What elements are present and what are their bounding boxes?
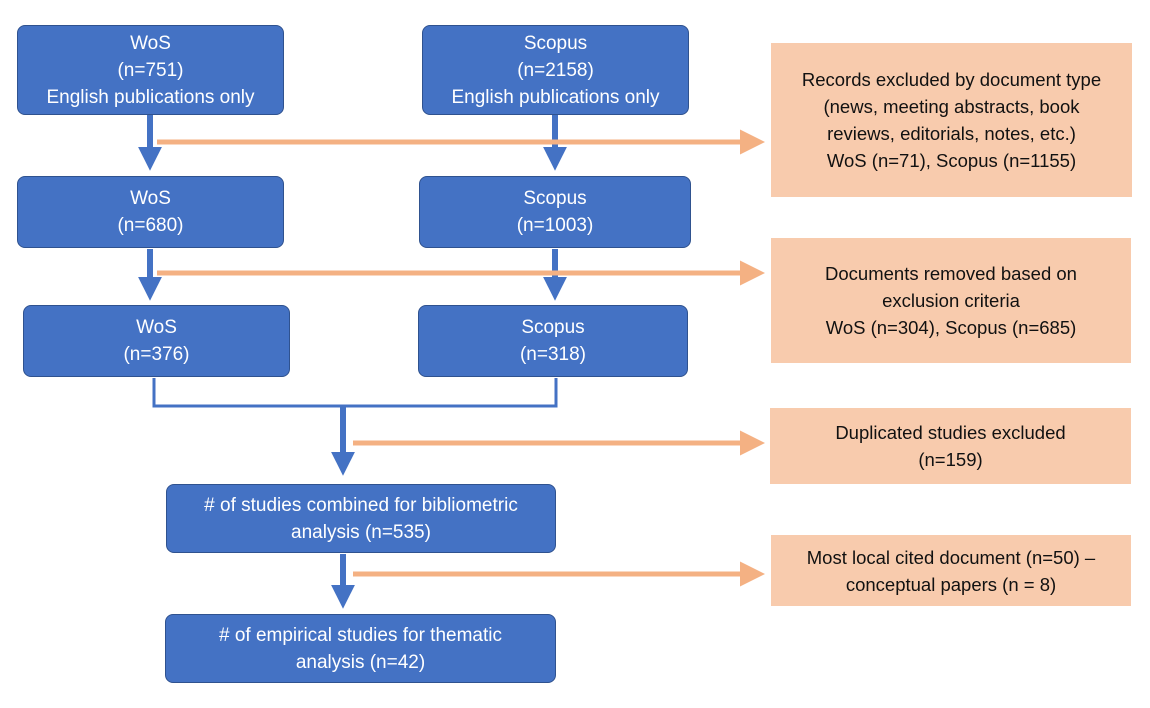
excluded-doc-type-box: Records excluded by document type (news,… xyxy=(771,43,1132,197)
duplicates-box: Duplicated studies excluded (n=159) xyxy=(770,408,1131,484)
scopus-filtered-line-1: Scopus xyxy=(523,188,587,209)
wos-filtered-line-1: WoS xyxy=(130,188,171,209)
duplicates-line-2: (n=159) xyxy=(918,449,983,470)
wos-initial-line-2: (n=751) xyxy=(117,59,184,81)
excl-doc-type-line-1: Records excluded by document type xyxy=(801,69,1102,90)
scopus-initial-line-1: Scopus xyxy=(523,32,588,54)
excl-doc-type-line-4: WoS (n=71), Scopus (n=1155) xyxy=(826,150,1077,171)
excl-doc-type-line-2: (news, meeting abstracts, book xyxy=(823,96,1080,117)
duplicates-line-1: Duplicated studies excluded xyxy=(835,422,1066,443)
excl-criteria-line-2: exclusion criteria xyxy=(882,290,1020,311)
excluded-criteria-box: Documents removed based on exclusion cri… xyxy=(771,238,1131,363)
local-cited-box: Most local cited document (n=50) – conce… xyxy=(771,535,1131,606)
combined-line-2: analysis (n=535) xyxy=(291,521,431,543)
scopus-initial-line-3: English publications only xyxy=(451,86,660,108)
wos-screened-box: WoS (n=376) xyxy=(23,305,290,377)
excl-doc-type-line-3: reviews, editorials, notes, etc.) xyxy=(827,123,1076,144)
wos-initial-box: WoS (n=751) English publications only xyxy=(17,25,284,115)
wos-filtered-box: WoS (n=680) xyxy=(17,176,284,248)
wos-initial-line-3: English publications only xyxy=(46,86,255,108)
combined-line-1: # of studies combined for bibliometric xyxy=(204,494,518,516)
empirical-line-2: analysis (n=42) xyxy=(295,651,426,673)
scopus-filtered-box: Scopus (n=1003) xyxy=(419,176,691,248)
scopus-screened-line-1: Scopus xyxy=(521,317,585,338)
scopus-initial-box: Scopus (n=2158) English publications onl… xyxy=(422,25,689,115)
empirical-studies-box: # of empirical studies for thematic anal… xyxy=(165,614,556,683)
wos-screened-line-1: WoS xyxy=(136,317,177,338)
empirical-line-1: # of empirical studies for thematic xyxy=(218,624,502,646)
wos-initial-line-1: WoS xyxy=(130,32,171,54)
local-cited-line-2: conceptual papers (n = 8) xyxy=(845,573,1057,595)
excl-criteria-line-3: WoS (n=304), Scopus (n=685) xyxy=(825,317,1077,338)
merge-bracket xyxy=(152,378,558,408)
local-cited-line-1: Most local cited document (n=50) – xyxy=(806,546,1096,568)
combined-studies-box: # of studies combined for bibliometric a… xyxy=(166,484,556,553)
scopus-screened-line-2: (n=318) xyxy=(519,344,587,365)
wos-filtered-line-2: (n=680) xyxy=(117,215,184,236)
wos-screened-line-2: (n=376) xyxy=(123,344,190,365)
scopus-screened-box: Scopus (n=318) xyxy=(418,305,688,377)
scopus-initial-line-2: (n=2158) xyxy=(517,59,594,81)
excl-criteria-line-1: Documents removed based on xyxy=(825,263,1077,284)
scopus-filtered-line-2: (n=1003) xyxy=(516,215,594,236)
